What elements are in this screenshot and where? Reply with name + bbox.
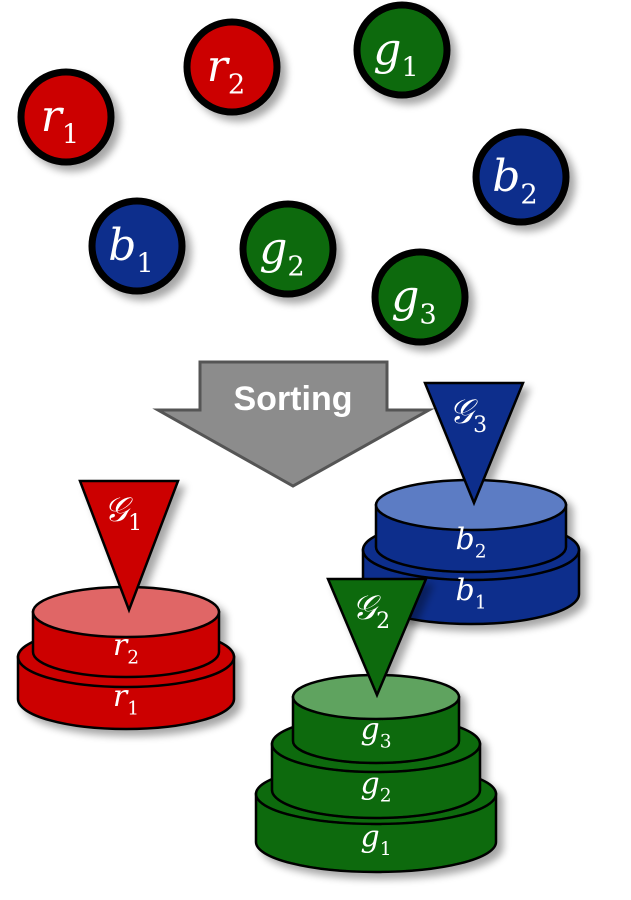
disk-r2: r2 [31,585,221,679]
sorting-arrow: Sorting [152,360,435,488]
stacks-layer: b1 b2 𝒢3 r1 r2 𝒢1 g1 g2 g3 𝒢2 [16,381,581,874]
ball-b2: b2 [472,128,570,226]
pointer-triangle-icon [326,577,428,699]
pointer-triangle-icon [78,479,180,614]
balls-layer: r1 r2 g1 b2 b1 g2 g3 [17,1,570,346]
group-marker-1: 𝒢1 [78,479,180,614]
disk-label-g3: g3 [360,712,391,752]
ball-label-b2: b2 [492,151,538,210]
disk-label-b1: b1 [455,573,486,613]
ball-label-r1: r1 [41,91,79,150]
disk-label-b2: b2 [455,522,486,562]
group-label: 𝒢1 [104,490,142,536]
pointer-triangle-icon [423,381,525,507]
ball-label-g1: g1 [373,24,419,83]
red-stack: r1 r2 𝒢1 [16,479,236,731]
ball-label-g3: g3 [391,271,437,330]
group-marker-3: 𝒢3 [423,381,525,507]
blue-stack: b1 b2 𝒢3 [361,381,581,626]
sorting-label: Sorting [234,380,353,418]
ball-label-g2: g2 [259,223,305,282]
disk-b2: b2 [374,478,568,574]
disk-label-r1: r1 [113,679,139,719]
ball-g3: g3 [371,248,469,346]
ball-g2: g2 [239,200,337,298]
ball-label-b1: b1 [108,220,154,279]
ball-r1: r1 [17,68,115,166]
group-marker-2: 𝒢2 [326,577,428,699]
disk-g3: g3 [291,673,461,765]
ball-label-r2: r2 [207,41,245,100]
disk-label-g1: g1 [360,819,391,859]
green-stack: g1 g2 g3 𝒢2 [254,577,498,874]
group-label: 𝒢3 [449,392,487,438]
down-arrow-icon [152,360,435,488]
disk-label-g2: g2 [360,766,391,806]
disk-label-r2: r2 [113,628,139,668]
ball-r2: r2 [183,18,281,116]
ball-b1: b1 [88,197,186,295]
group-label: 𝒢2 [352,588,390,634]
ball-g1: g1 [353,1,451,99]
